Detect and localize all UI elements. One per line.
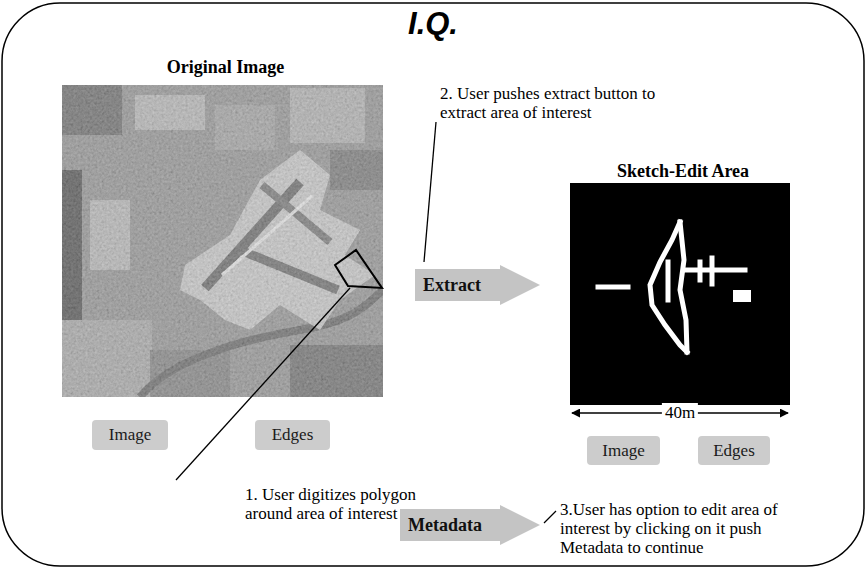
sketch-canvas xyxy=(733,290,751,302)
arrow-button: Extract xyxy=(415,265,540,305)
button-label: Edges xyxy=(272,425,314,445)
sketch-canvas xyxy=(710,258,715,284)
button-label: Edges xyxy=(713,441,755,461)
button-label: Extract xyxy=(415,274,481,296)
toggle-button: Image xyxy=(92,420,168,450)
leader-line xyxy=(176,122,556,523)
toggle-button: Edges xyxy=(698,436,770,465)
panel-heading: Original Image xyxy=(62,56,389,78)
sketch-canvas xyxy=(686,268,745,273)
leader-line xyxy=(176,288,350,480)
callout-text: 1. User digitizes polygon around area of… xyxy=(245,485,450,523)
sketch-canvas xyxy=(680,222,687,352)
button-label: Image xyxy=(109,425,151,445)
button-label: Image xyxy=(602,441,644,461)
sketch-canvas xyxy=(666,262,671,300)
toggle-button: Image xyxy=(587,436,660,465)
leader-line xyxy=(424,122,436,262)
button-label: Metadata xyxy=(400,514,482,536)
dimension-label: 40m xyxy=(662,403,698,422)
sketch-canvas xyxy=(598,285,628,290)
outer-frame xyxy=(2,3,864,566)
digitized-polygon xyxy=(335,250,382,288)
panel-heading: Sketch-Edit Area xyxy=(570,160,796,182)
callout-text: 3.User has option to edit area of intere… xyxy=(560,500,815,557)
aerial-image xyxy=(62,85,383,397)
leader-line xyxy=(544,511,556,523)
aerial-image xyxy=(62,85,383,397)
sketch-canvas xyxy=(570,183,790,405)
aerial-image xyxy=(62,85,383,397)
sketch-panel: Sketch-Edit Area xyxy=(570,160,796,405)
sketch-canvas xyxy=(570,183,790,405)
diagram-title: I.Q. xyxy=(408,6,458,42)
arrow-button: Metadata xyxy=(400,505,540,545)
sketch-canvas xyxy=(650,222,687,352)
sketch-canvas xyxy=(698,262,703,280)
arrow-shape xyxy=(400,505,540,545)
sketch-canvas xyxy=(598,222,745,352)
image-panel: Original Image xyxy=(62,56,389,398)
callout-text: 2. User pushes extract button to extract… xyxy=(440,84,695,122)
toggle-button: Edges xyxy=(255,420,330,450)
arrow-shape xyxy=(415,265,540,305)
